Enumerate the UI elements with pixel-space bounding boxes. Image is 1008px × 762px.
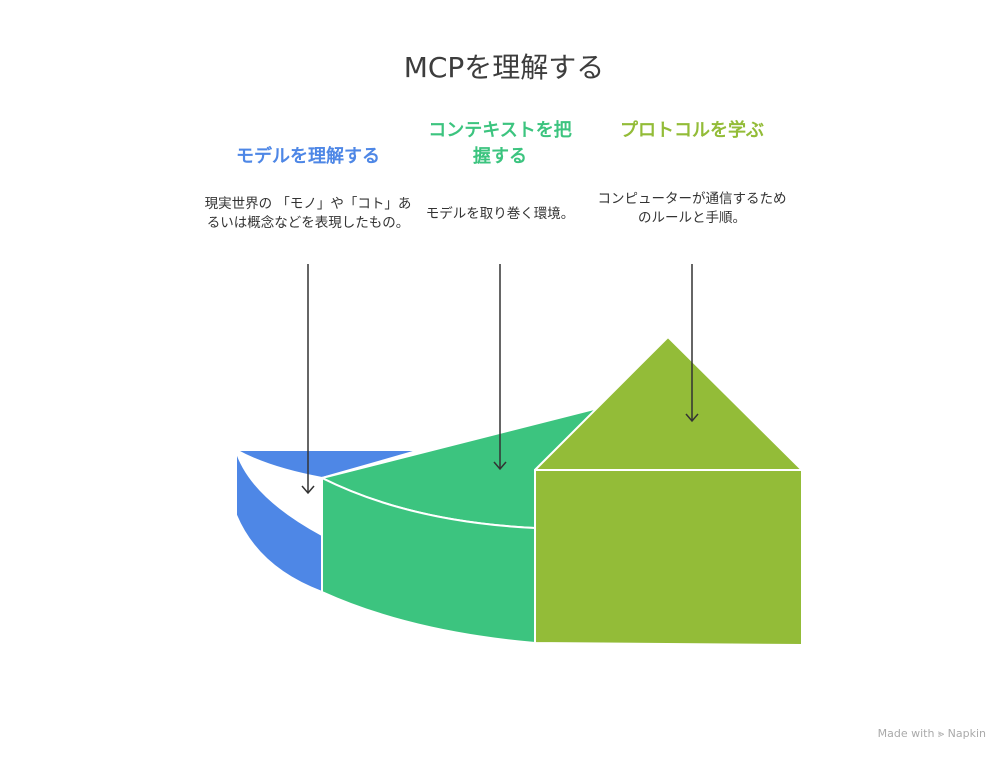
napkin-credit: Made with ⪢ Napkin bbox=[877, 727, 986, 740]
description-model: 現実世界の 「モノ」や「コト」あるいは概念などを表現したもの。 bbox=[204, 196, 412, 231]
arrow-protocol bbox=[685, 264, 699, 423]
heading-model: モデルを理解する bbox=[236, 146, 380, 167]
description-context: モデルを取り巻く環境。 bbox=[425, 206, 575, 222]
heading-context: コンテキストを把握する bbox=[428, 120, 572, 167]
protocol-segment-top bbox=[534, 336, 803, 471]
diagram-title: MCPを理解する bbox=[403, 51, 605, 84]
arrow-context bbox=[493, 264, 507, 471]
protocol-segment-side bbox=[534, 469, 803, 646]
arrow-model bbox=[301, 264, 315, 495]
description-protocol: コンピューターが通信するためのルールと手順。 bbox=[597, 191, 787, 226]
heading-protocol: プロトコルを学ぶ bbox=[620, 120, 764, 141]
